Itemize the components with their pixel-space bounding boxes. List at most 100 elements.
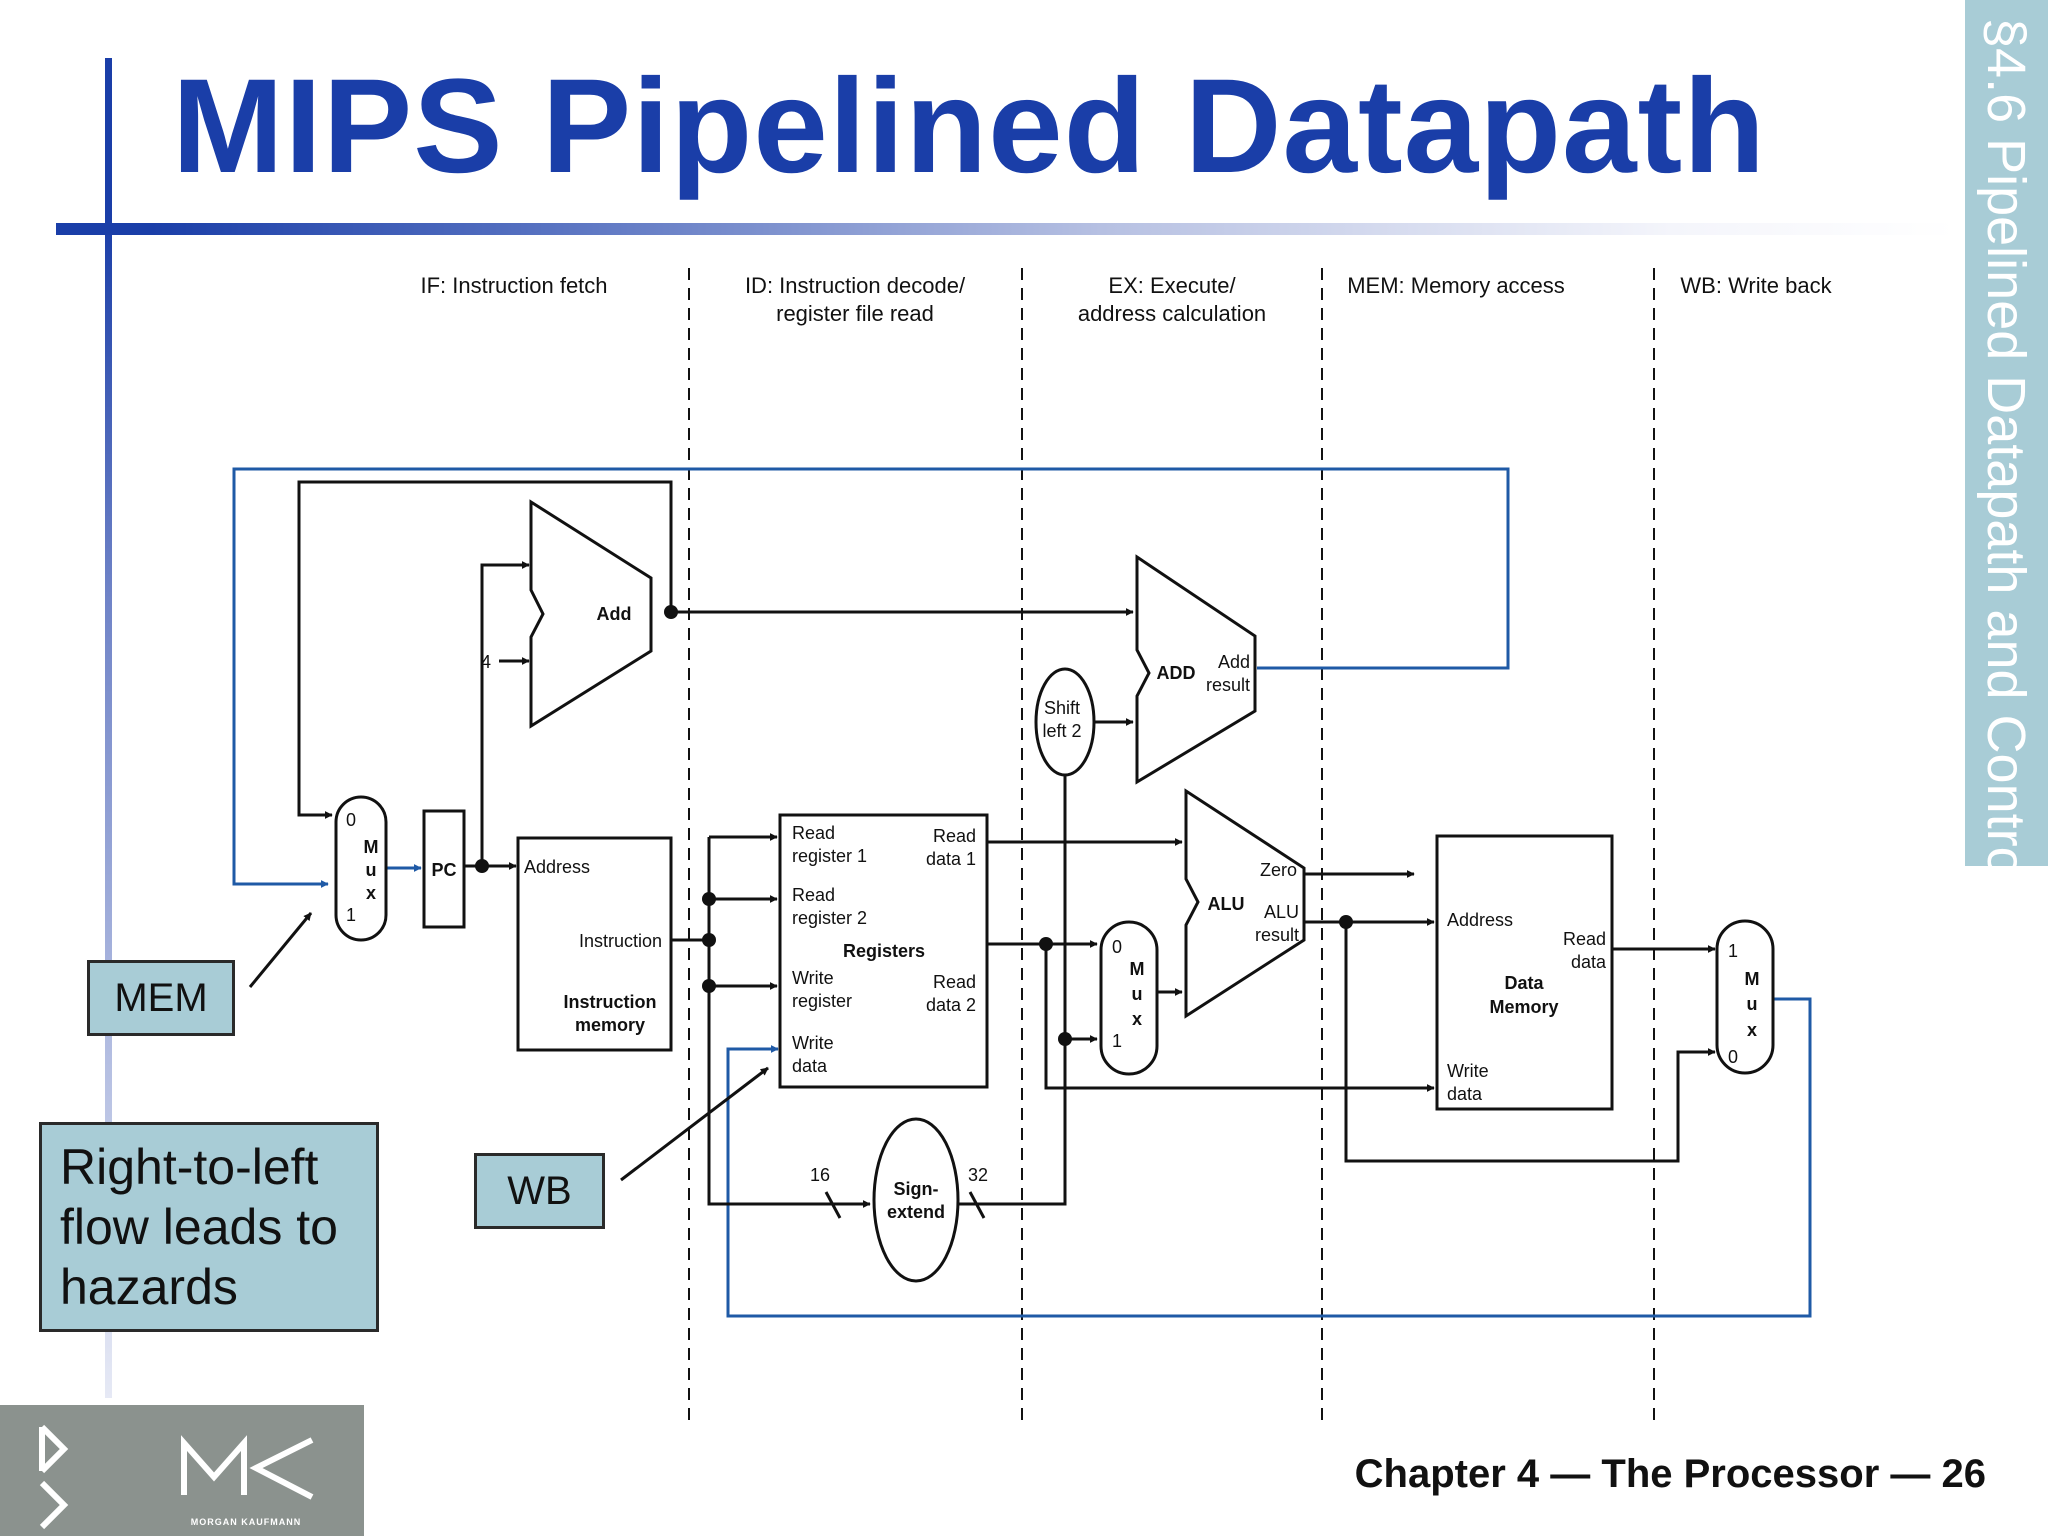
title-accent-vertical-bar bbox=[105, 58, 112, 1398]
reg-write-register-b: register bbox=[792, 991, 852, 1011]
wb-mux-m: M bbox=[1745, 969, 1760, 989]
branch-adder-result-b: result bbox=[1206, 675, 1250, 695]
reg-read-data2-a: Read bbox=[933, 972, 976, 992]
wire-instruction-trunk bbox=[707, 837, 871, 1208]
const-4: 4 bbox=[481, 652, 491, 672]
register-file: Read register 1 Read register 2 Write re… bbox=[778, 813, 989, 1089]
junction-instr-reg2 bbox=[702, 892, 716, 906]
wire-pc-to-add bbox=[480, 561, 530, 866]
junction-pc-out bbox=[475, 859, 489, 873]
junction-signext bbox=[1058, 1032, 1072, 1046]
wb-mux-u: u bbox=[1747, 994, 1758, 1014]
alu-mux-in0: 0 bbox=[1112, 937, 1122, 957]
branch-adder-result-a: Add bbox=[1218, 652, 1250, 672]
sign-extend-line1: Sign- bbox=[894, 1179, 939, 1199]
stage-wb-label: WB: Write back bbox=[1680, 273, 1832, 298]
pc-mux-x: x bbox=[366, 883, 376, 903]
writeback-feedback-path bbox=[726, 997, 1812, 1318]
branch-adder-label: ADD bbox=[1157, 663, 1196, 683]
junction-instr-main bbox=[702, 933, 716, 947]
shift-left-2: Shift left 2 bbox=[1034, 667, 1096, 777]
title-underline-bar bbox=[56, 223, 1956, 235]
reg-name: Registers bbox=[843, 941, 925, 961]
imem-name-line1: Instruction bbox=[564, 992, 657, 1012]
imem-name-line2: memory bbox=[575, 1015, 645, 1035]
alu-zero: Zero bbox=[1260, 860, 1297, 880]
pc-label: PC bbox=[431, 860, 456, 880]
alu-mux-u: u bbox=[1132, 984, 1143, 1004]
shift-label-line1: Shift bbox=[1044, 698, 1080, 718]
dmem-name-line1: Data bbox=[1504, 973, 1544, 993]
bit-width-16: 16 bbox=[810, 1165, 830, 1185]
wb-callout: WB bbox=[474, 1153, 605, 1229]
sign-extend: Sign- extend bbox=[872, 1117, 960, 1283]
slash-16 bbox=[824, 1191, 842, 1219]
pc-adder: Add bbox=[529, 499, 653, 729]
section-tab bbox=[1965, 0, 2048, 866]
logo-text: MORGAN KAUFMANN bbox=[191, 1517, 302, 1527]
publisher-logo-icon: MORGAN KAUFMANN bbox=[39, 1424, 314, 1530]
bit-width-32: 32 bbox=[968, 1165, 988, 1185]
reg-write-data-a: Write bbox=[792, 1033, 834, 1053]
stage-mem-label: MEM: Memory access bbox=[1347, 273, 1565, 298]
junction-instr-wreg bbox=[702, 979, 716, 993]
junction-readdata2 bbox=[1039, 937, 1053, 951]
alu-result-a: ALU bbox=[1264, 902, 1299, 922]
pc-register: PC bbox=[422, 809, 466, 929]
instruction-memory: Address Instruction Instruction memory bbox=[516, 836, 673, 1052]
wire-alu-bypass-to-wbmux bbox=[1344, 922, 1716, 1163]
shift-label-line2: left 2 bbox=[1042, 721, 1081, 741]
alu-label: ALU bbox=[1208, 894, 1245, 914]
reg-write-data-b: data bbox=[792, 1056, 828, 1076]
reg-read-data1-a: Read bbox=[933, 826, 976, 846]
alu-result-b: result bbox=[1255, 925, 1299, 945]
stage-id-label-line1: ID: Instruction decode/ bbox=[745, 273, 966, 298]
sign-extend-line2: extend bbox=[887, 1202, 945, 1222]
alu-mux-m: M bbox=[1130, 959, 1145, 979]
mem-callout-arrow bbox=[248, 912, 313, 988]
stage-id-label-line2: register file read bbox=[776, 301, 934, 326]
pc-adder-label: Add bbox=[597, 604, 632, 624]
stage-separators bbox=[688, 268, 1655, 1425]
slide-footer: Chapter 4 — The Processor — 26 bbox=[1354, 1452, 1986, 1496]
wire-readdata2-to-dmem-write bbox=[1044, 944, 1435, 1092]
writeback-mux: 1 M u x 0 bbox=[1715, 919, 1775, 1075]
wb-mux-in1: 1 bbox=[1728, 941, 1738, 961]
pc-mux-m: M bbox=[364, 837, 379, 857]
alu-mux-x: x bbox=[1132, 1009, 1142, 1029]
dmem-write-data-b: data bbox=[1447, 1084, 1483, 1104]
dmem-name-line2: Memory bbox=[1489, 997, 1558, 1017]
alu-mux: 0 M u x 1 bbox=[1099, 920, 1159, 1076]
dmem-write-data-a: Write bbox=[1447, 1061, 1489, 1081]
slide-title: MIPS Pipelined Datapath bbox=[172, 52, 1767, 201]
imem-instruction-port: Instruction bbox=[579, 931, 662, 951]
hazard-note-callout: Right-to-left flow leads to hazards bbox=[39, 1122, 379, 1332]
stage-if-label: IF: Instruction fetch bbox=[420, 273, 607, 298]
dmem-address-port: Address bbox=[1447, 910, 1513, 930]
data-memory: Address Read data Data Memory Write data bbox=[1435, 834, 1614, 1111]
imem-address-port: Address bbox=[524, 857, 590, 877]
pc-mux-in0: 0 bbox=[346, 810, 356, 830]
reg-read-data2-b: data 2 bbox=[926, 995, 976, 1015]
stage-ex-label-line1: EX: Execute/ bbox=[1108, 273, 1236, 298]
pc-mux: 0 M u x 1 bbox=[334, 795, 388, 942]
stage-ex-label-line2: address calculation bbox=[1078, 301, 1266, 326]
wb-mux-in0: 0 bbox=[1728, 1047, 1738, 1067]
reg-read-register2-b: register 2 bbox=[792, 908, 867, 928]
alu: ALU Zero ALU result bbox=[1184, 788, 1306, 1019]
pc-mux-in1: 1 bbox=[346, 905, 356, 925]
wb-callout-arrow bbox=[620, 1066, 769, 1182]
wire-signext-to-shift bbox=[955, 774, 1067, 1206]
reg-read-register1-a: Read bbox=[792, 823, 835, 843]
alu-mux-in1: 1 bbox=[1112, 1031, 1122, 1051]
dmem-read-data-b: data bbox=[1571, 952, 1607, 972]
branch-feedback-path bbox=[232, 467, 1510, 888]
junction-alu-result bbox=[1339, 915, 1353, 929]
branch-adder: ADD Add result bbox=[1135, 554, 1257, 785]
junction-add-out bbox=[664, 605, 678, 619]
wire-add-to-pcmux bbox=[297, 480, 673, 819]
reg-read-data1-b: data 1 bbox=[926, 849, 976, 869]
mem-callout: MEM bbox=[87, 960, 235, 1036]
reg-write-register-a: Write bbox=[792, 968, 834, 988]
